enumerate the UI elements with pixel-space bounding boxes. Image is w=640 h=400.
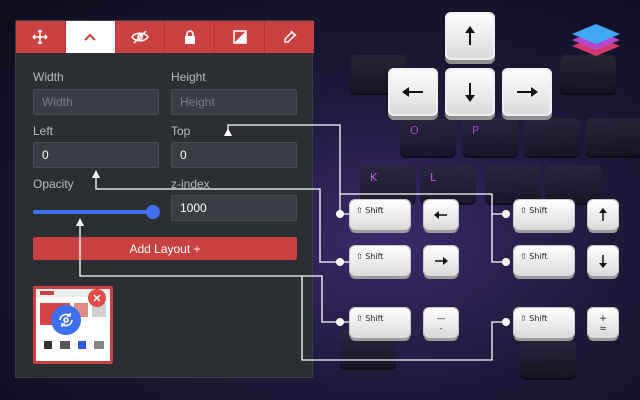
tab-collapse[interactable] bbox=[65, 21, 116, 53]
shift-key[interactable]: ⇧ Shift bbox=[350, 200, 410, 230]
shift-key-label: ⇧ Shift bbox=[520, 206, 548, 215]
background-key bbox=[524, 118, 580, 156]
tab-lock[interactable] bbox=[165, 21, 216, 53]
zindex-label: z-index bbox=[171, 177, 210, 191]
background-key-letter: L bbox=[430, 171, 437, 184]
minus-key-top: — bbox=[436, 314, 446, 324]
arrow-up-key-small[interactable] bbox=[588, 200, 618, 230]
shift-key-label: ⇧ Shift bbox=[520, 252, 548, 261]
background-key bbox=[485, 165, 541, 203]
top-label: Top bbox=[171, 124, 191, 138]
width-input[interactable] bbox=[33, 89, 159, 115]
arrow-down-key-small[interactable] bbox=[588, 246, 618, 276]
width-label: Width bbox=[33, 70, 64, 84]
camera-refresh-icon bbox=[59, 313, 73, 327]
arrow-down-icon bbox=[599, 255, 607, 268]
contrast-icon bbox=[232, 30, 247, 44]
plus-key-top: + bbox=[599, 314, 607, 324]
chevron-up-icon bbox=[84, 33, 96, 41]
plus-key-bottom: = bbox=[599, 324, 607, 334]
background-key-letter: P bbox=[472, 124, 479, 137]
tab-visibility[interactable] bbox=[116, 21, 166, 53]
shift-key-label: ⇧ Shift bbox=[356, 206, 384, 215]
background-key-letter: O bbox=[410, 124, 419, 137]
shift-key-label: ⇧ Shift bbox=[520, 314, 548, 323]
slider-thumb[interactable] bbox=[145, 205, 160, 219]
app-logo-icon bbox=[572, 24, 620, 56]
eye-off-icon bbox=[131, 30, 149, 44]
left-input[interactable] bbox=[33, 142, 159, 168]
shift-key-text: Shift bbox=[365, 206, 384, 215]
move-arrows-icon bbox=[32, 29, 48, 45]
background-key: O bbox=[400, 118, 456, 156]
shift-key-text: Shift bbox=[529, 252, 548, 261]
connector-dot bbox=[502, 258, 510, 266]
arrow-right-key-small[interactable] bbox=[424, 246, 458, 276]
arrow-up-icon bbox=[599, 208, 607, 221]
connector-dot bbox=[502, 318, 510, 326]
opacity-label: Opacity bbox=[33, 177, 74, 191]
shift-key[interactable]: ⇧ Shift bbox=[514, 200, 574, 230]
arrow-right-icon bbox=[517, 87, 538, 97]
plus-key[interactable]: + = bbox=[588, 308, 618, 338]
shift-key-label: ⇧ Shift bbox=[356, 252, 384, 261]
shift-key[interactable]: ⇧ Shift bbox=[350, 246, 410, 276]
shift-key-text: Shift bbox=[365, 252, 384, 261]
background-key: K bbox=[360, 165, 416, 203]
height-input[interactable] bbox=[171, 89, 297, 115]
background-key: L bbox=[420, 165, 476, 203]
height-label: Height bbox=[171, 70, 206, 84]
shift-key-label: ⇧ Shift bbox=[356, 314, 384, 323]
capture-button[interactable] bbox=[51, 305, 81, 335]
arrow-right-icon bbox=[435, 257, 448, 265]
connector-dot bbox=[336, 318, 344, 326]
tab-move[interactable] bbox=[16, 21, 66, 53]
eyedropper-icon bbox=[283, 30, 297, 43]
connector-dot bbox=[502, 210, 510, 218]
shift-key[interactable]: ⇧ Shift bbox=[350, 308, 410, 338]
arrow-left-key-small[interactable] bbox=[424, 200, 458, 230]
minus-key-bottom: - bbox=[439, 324, 443, 334]
connector-dot bbox=[336, 210, 344, 218]
left-label: Left bbox=[33, 124, 54, 138]
connector-dot bbox=[336, 258, 344, 266]
top-input[interactable] bbox=[171, 142, 297, 168]
shift-key-text: Shift bbox=[365, 314, 384, 323]
background-key bbox=[586, 118, 640, 156]
shift-key-text: Shift bbox=[529, 314, 548, 323]
tab-contrast[interactable] bbox=[215, 21, 266, 53]
opacity-slider[interactable] bbox=[33, 205, 160, 219]
shift-key[interactable]: ⇧ Shift bbox=[514, 308, 574, 338]
close-icon bbox=[93, 294, 101, 302]
minus-key[interactable]: — - bbox=[424, 308, 458, 338]
arrow-left-icon bbox=[434, 211, 447, 219]
add-layout-button[interactable]: Add Layout + bbox=[33, 237, 297, 260]
arrow-right-key[interactable] bbox=[502, 68, 552, 116]
remove-thumbnail-button[interactable] bbox=[88, 289, 106, 307]
tab-eyedropper[interactable] bbox=[265, 21, 314, 53]
shift-key[interactable]: ⇧ Shift bbox=[514, 246, 574, 276]
arrow-up-key[interactable] bbox=[445, 12, 495, 60]
background-key bbox=[520, 340, 576, 378]
arrow-down-key[interactable] bbox=[445, 68, 495, 116]
slider-fill bbox=[33, 210, 153, 214]
layout-panel: Width Height Left Top Opacity z-index Ad… bbox=[15, 20, 314, 378]
lock-icon bbox=[184, 30, 195, 44]
background-key bbox=[545, 165, 601, 203]
toolbar-tabs bbox=[16, 21, 314, 53]
zindex-input[interactable] bbox=[171, 195, 297, 221]
arrow-left-icon bbox=[402, 87, 423, 97]
arrow-down-icon bbox=[465, 83, 475, 102]
shift-key-text: Shift bbox=[529, 206, 548, 215]
arrow-left-key[interactable] bbox=[388, 68, 438, 116]
background-key-letter: K bbox=[370, 171, 378, 184]
background-key: P bbox=[462, 118, 518, 156]
background-key bbox=[560, 55, 616, 93]
arrow-up-icon bbox=[465, 26, 475, 45]
